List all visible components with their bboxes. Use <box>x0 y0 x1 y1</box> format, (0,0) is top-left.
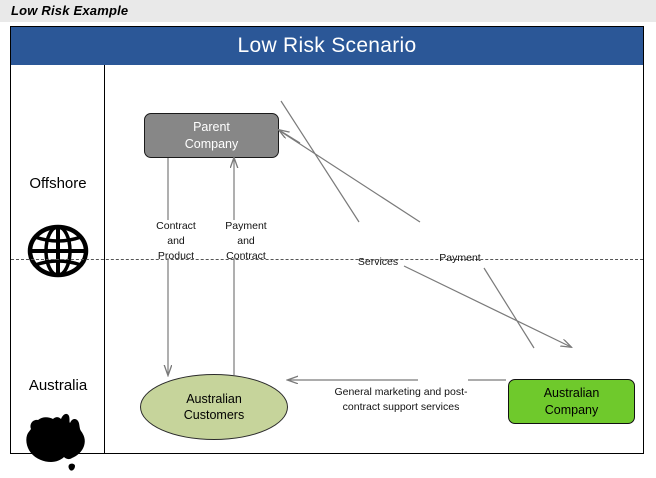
scenario-title-bar: Low Risk Scenario <box>11 27 643 65</box>
node-australian-company-line2: Company <box>544 402 599 417</box>
node-parent-company-label: Parent Company <box>185 119 239 152</box>
node-parent-company-line1: Parent <box>193 120 230 134</box>
caption-strip: Low Risk Example <box>0 0 656 22</box>
node-australian-company[interactable]: Australian Company <box>508 379 635 424</box>
node-parent-company[interactable]: Parent Company <box>144 113 279 158</box>
node-australian-customers-label: Australian Customers <box>184 391 244 424</box>
globe-icon <box>11 220 105 287</box>
diagram-frame: Low Risk Scenario Offshore Australia <box>10 26 644 471</box>
region-label-offshore: Offshore <box>29 175 87 192</box>
node-australian-company-line1: Australian <box>543 386 600 400</box>
edge-label-general-marketing: General marketing and post-contract supp… <box>334 386 468 414</box>
node-australian-company-label: Australian Company <box>544 385 600 418</box>
node-parent-company-line2: Company <box>184 136 239 151</box>
edge-label-services: Services <box>357 256 399 268</box>
edge-label-contract-and-product: Contract and Product <box>156 220 196 263</box>
region-label-australia: Australia <box>28 377 88 394</box>
edge-label-payment: Payment <box>439 252 481 264</box>
node-australian-customers[interactable]: Australian Customers <box>140 374 288 440</box>
node-australian-customers-line1: Australian <box>186 391 242 406</box>
scenario-title: Low Risk Scenario <box>237 34 417 57</box>
node-australian-customers-line2: Customers <box>183 408 245 422</box>
edge-label-payment-and-contract: Payment and Contract <box>225 220 267 263</box>
caption-title: Low Risk Example <box>11 3 129 18</box>
offshore-onshore-separator <box>11 259 643 260</box>
australia-map-icon <box>11 405 105 478</box>
